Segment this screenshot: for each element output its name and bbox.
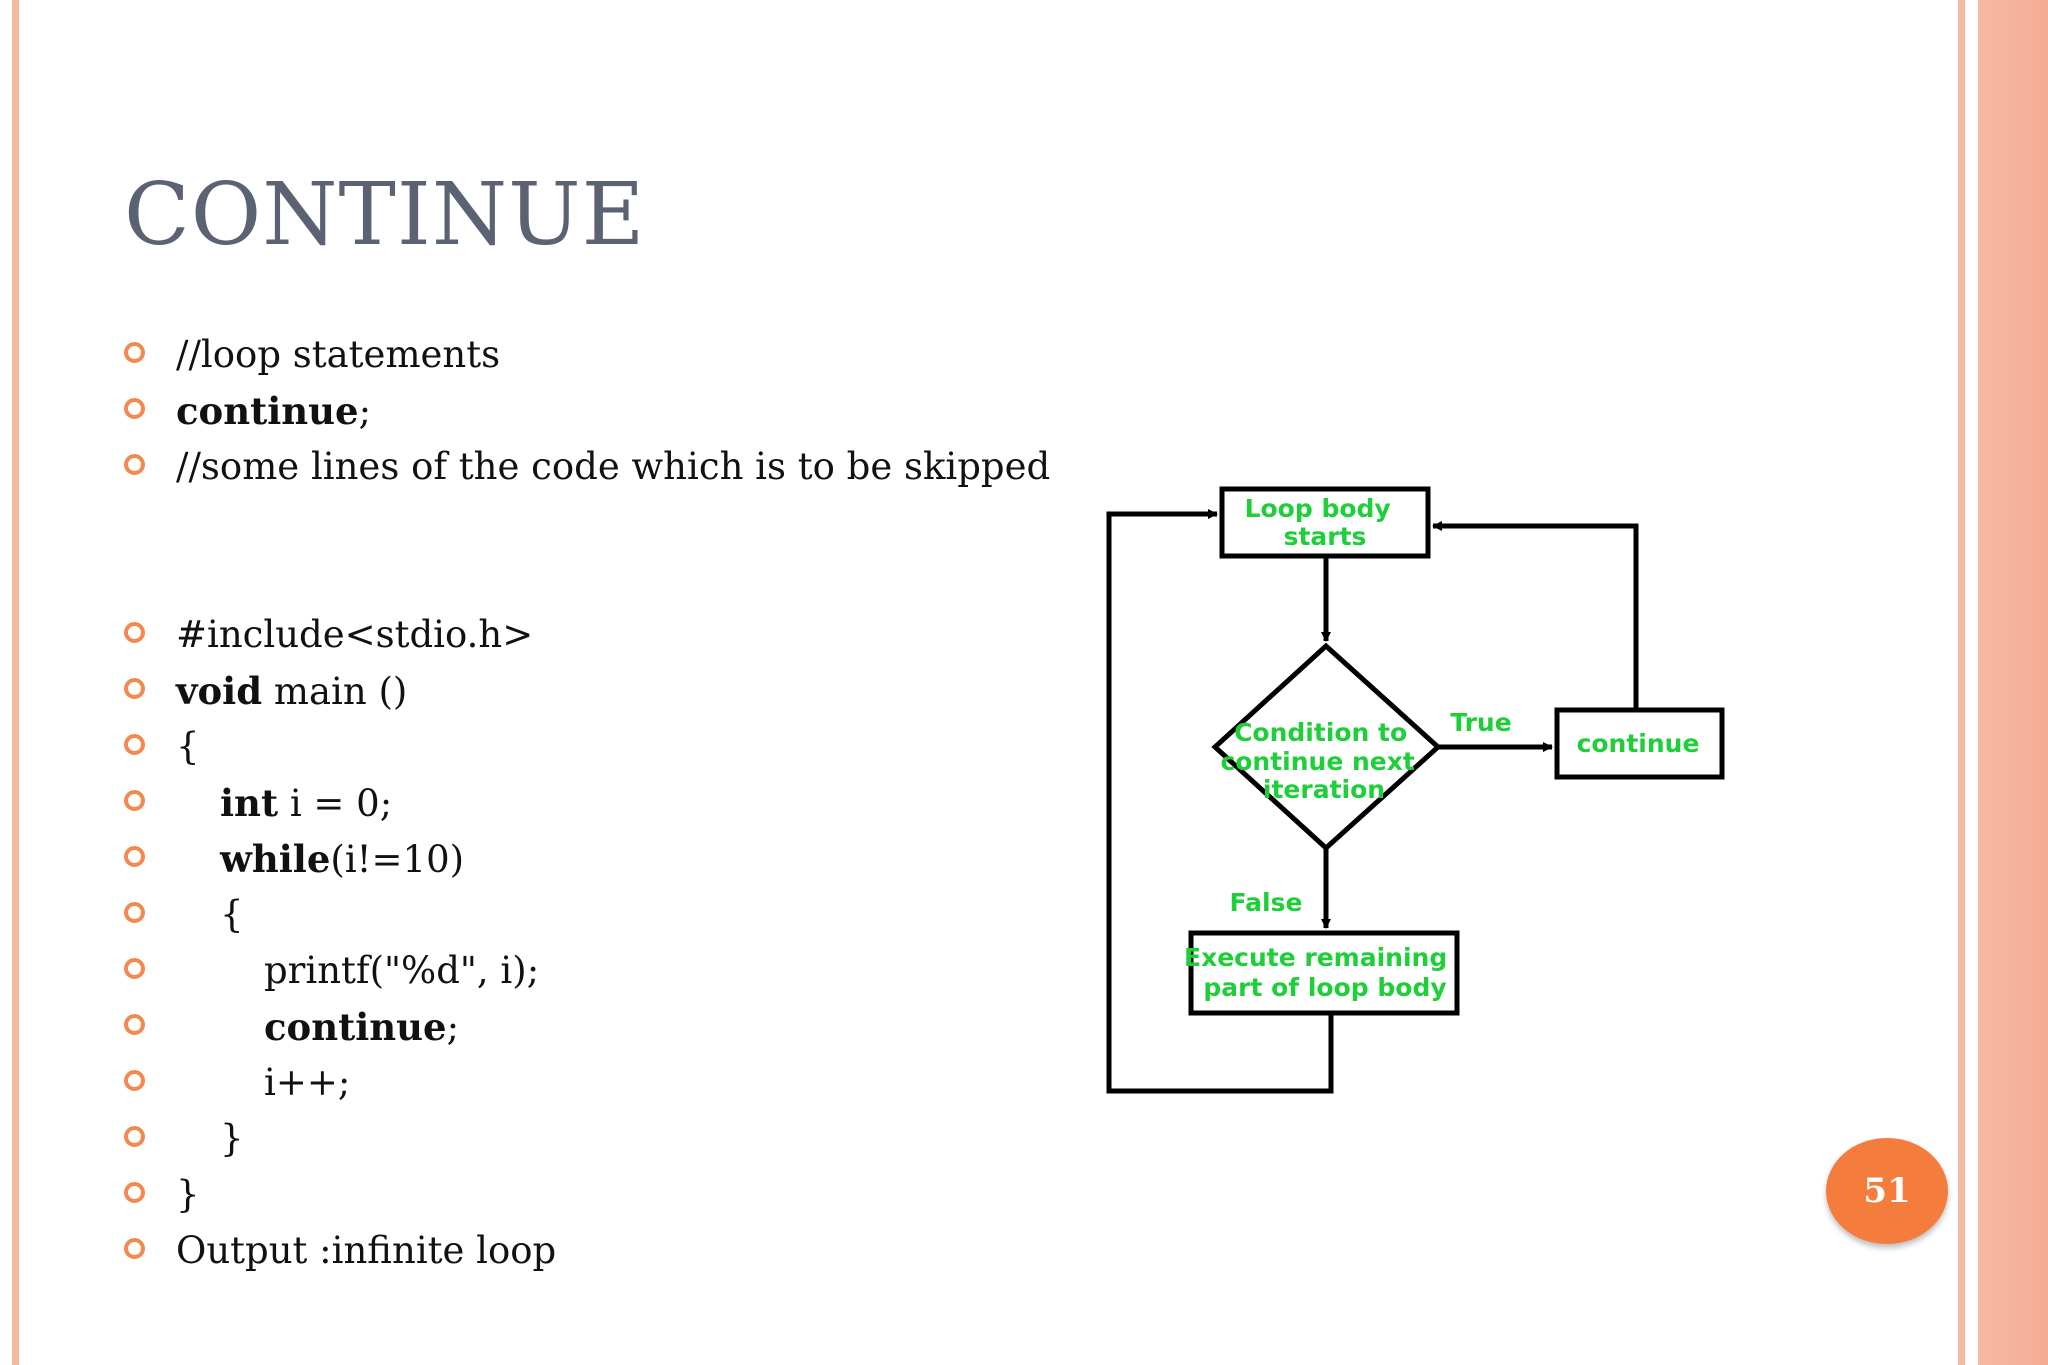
code-line-0: //loop statements (124, 327, 1074, 383)
code-line-5: { (124, 719, 1074, 775)
code-line-2: //some lines of the code which is to be … (124, 439, 1074, 495)
code-text: ; (446, 1006, 460, 1049)
code-keyword: continue (264, 1005, 447, 1049)
bullet-circle-icon (124, 1238, 145, 1259)
code-text: //loop statements (176, 333, 501, 376)
code-text: { (176, 725, 200, 768)
code-line-13: } (124, 1167, 1074, 1223)
code-bullet-list: //loop statements continue; //some lines o… (124, 327, 1074, 1279)
arrow-continue-to-start (1432, 521, 1639, 710)
code-line-text: } (220, 1111, 244, 1167)
bullet-circle-icon (124, 678, 145, 699)
code-keyword: int (220, 781, 279, 825)
code-line-text: while(i!=10) (220, 831, 464, 888)
bullet-circle-icon (124, 454, 145, 475)
bullet-circle-icon (124, 790, 145, 811)
bullet-circle-icon (124, 1014, 145, 1035)
code-line-text: { (176, 719, 200, 775)
code-text: { (220, 893, 244, 936)
bullet-circle-icon (124, 902, 145, 923)
code-text: main () (262, 670, 408, 713)
bullet-circle-icon (124, 622, 145, 643)
code-text: //some lines of the code which is to be … (176, 445, 1051, 488)
code-line-14: Output :infinite loop (124, 1223, 1074, 1279)
code-line-3: #include<stdio.h> (124, 607, 1074, 663)
continue-box (1554, 707, 1725, 780)
code-text: #include<stdio.h> (176, 613, 534, 656)
arrow-execute-back-to-start (1106, 509, 1334, 1094)
code-line-text: #include<stdio.h> (176, 607, 533, 663)
execute-box (1188, 930, 1460, 1016)
code-line-11: i++; (124, 1055, 1074, 1111)
left-decorative-stripe (12, 0, 19, 1365)
bullet-circle-icon (124, 1070, 145, 1091)
code-line-4: void main () (124, 663, 1074, 719)
true-branch-label: True (1450, 708, 1511, 737)
code-line-text: int i = 0; (220, 775, 392, 832)
code-line-text: void main () (176, 663, 407, 720)
code-keyword: while (220, 837, 331, 881)
bullet-circle-icon (124, 342, 145, 363)
code-line-8: { (124, 887, 1074, 943)
code-line-6: int i = 0; (124, 775, 1074, 831)
code-keyword: void (176, 669, 263, 713)
code-line-text: continue; (264, 999, 459, 1056)
bullet-circle-icon (124, 1126, 145, 1147)
code-line-text: { (220, 887, 244, 943)
code-text: (i!=10) (330, 838, 465, 881)
code-line-9: printf("%d", i); (124, 943, 1074, 999)
code-line-text: i++; (264, 1055, 350, 1111)
bullet-circle-icon (124, 734, 145, 755)
code-text: printf("%d", i); (264, 949, 540, 992)
code-line-10: continue; (124, 999, 1074, 1055)
continue-box-label: continue (1577, 729, 1700, 758)
code-line-text: //some lines of the code which is to be … (176, 439, 1050, 495)
right-decorative-stripe-thin (1958, 0, 1965, 1365)
false-branch-label: False (1230, 888, 1303, 917)
code-text: Output :infinite loop (176, 1229, 557, 1272)
code-line-text: continue; (176, 383, 371, 440)
bullet-circle-icon (124, 398, 145, 419)
bullet-circle-icon (124, 1182, 145, 1203)
code-line-7: while(i!=10) (124, 831, 1074, 887)
right-decorative-stripe-wide (1978, 0, 2048, 1365)
code-line-12: } (124, 1111, 1074, 1167)
code-text: } (220, 1117, 244, 1160)
execute-label: Execute remaining part of loop body (1184, 943, 1456, 1002)
code-line-text: //loop statements (176, 327, 500, 383)
code-text: } (176, 1173, 200, 1216)
code-text: i++; (264, 1061, 351, 1104)
loop-start-label: Loop body starts (1245, 494, 1400, 551)
code-text: ; (358, 390, 372, 433)
page-number-badge: 51 (1826, 1138, 1948, 1244)
code-line-text: Output :infinite loop (176, 1223, 556, 1279)
bullet-circle-icon (124, 846, 145, 867)
code-text: i = 0; (278, 782, 393, 825)
bullet-circle-icon (124, 958, 145, 979)
code-line-text: printf("%d", i); (264, 943, 539, 999)
condition-label: Condition to continue next iteration (1220, 718, 1423, 804)
code-keyword: continue (176, 389, 359, 433)
slide-title: CONTINUE (124, 165, 646, 265)
code-line-1: continue; (124, 383, 1074, 439)
code-line-text: } (176, 1167, 200, 1223)
